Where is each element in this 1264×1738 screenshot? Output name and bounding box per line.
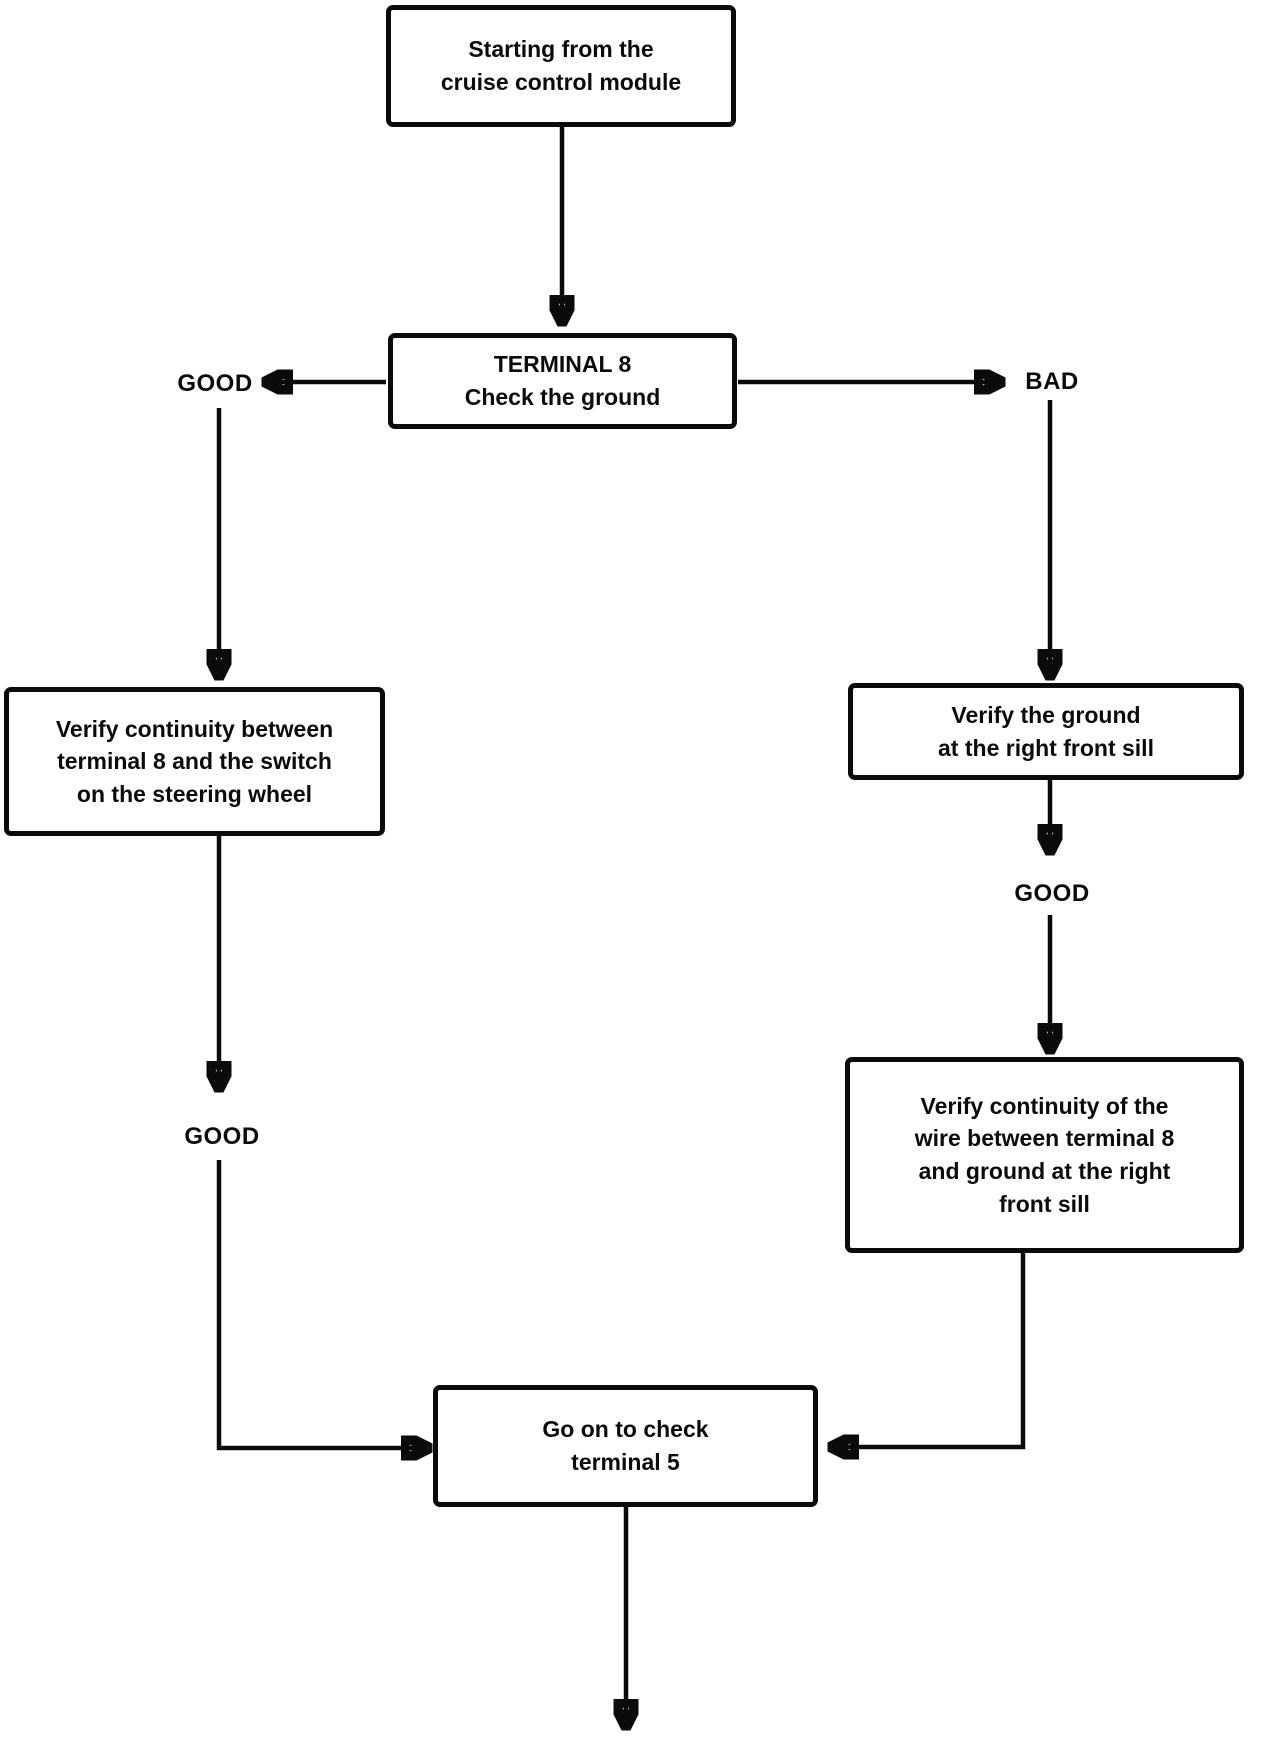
edge-verify-wire-to-check-terminal5 bbox=[836, 1253, 1026, 1447]
label-good-right: GOOD bbox=[1014, 880, 1090, 907]
node-check-terminal5: Go on to check terminal 5 bbox=[433, 1385, 818, 1507]
node-verify-continuity-switch: Verify continuity between terminal 8 and… bbox=[4, 687, 385, 836]
label-good-left: GOOD bbox=[177, 370, 253, 397]
node-verify-continuity-wire: Verify continuity of the wire between te… bbox=[845, 1057, 1244, 1253]
edge-good-lower-to-check-terminal5 bbox=[216, 1160, 424, 1448]
node-terminal8-check-ground: TERMINAL 8 Check the ground bbox=[388, 333, 737, 429]
node-start: Starting from the cruise control module bbox=[386, 5, 736, 127]
label-good-left-lower: GOOD bbox=[184, 1123, 260, 1150]
node-verify-ground-sill: Verify the ground at the right front sil… bbox=[848, 683, 1244, 780]
label-bad: BAD bbox=[1025, 368, 1079, 395]
